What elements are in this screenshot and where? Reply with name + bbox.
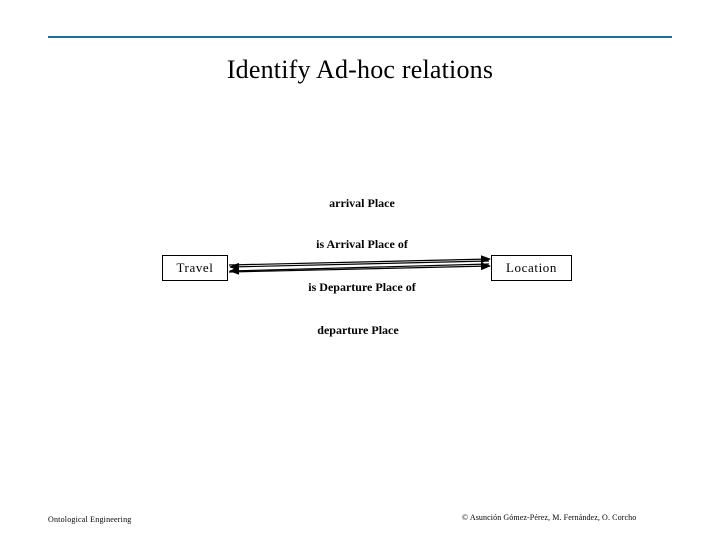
edge-label-is-departure-place-of: is Departure Place of [308, 280, 416, 294]
node-location[interactable]: Location [491, 255, 572, 281]
footer-copyright: © Asunción Gómez-Pérez, M. Fernández, O.… [462, 513, 637, 522]
edge-departure-place [228, 262, 491, 273]
edge-label-departure-place: departure Place [317, 323, 399, 337]
node-travel-label: Travel [176, 260, 214, 275]
edge-arrival-place [228, 255, 491, 266]
page-title: Identify Ad-hoc relations [226, 55, 494, 84]
node-travel[interactable]: Travel [162, 255, 228, 281]
edge-label-is-arrival-place-of: is Arrival Place of [316, 237, 408, 251]
node-location-label: Location [505, 260, 557, 275]
title-divider [48, 36, 672, 38]
edge-is-departure-place-of [229, 263, 490, 275]
edge-is-arrival-place-of [229, 260, 490, 271]
edge-label-arrival-place: arrival Place [329, 196, 395, 210]
footer-course-label: Ontological Engineering [48, 515, 132, 524]
